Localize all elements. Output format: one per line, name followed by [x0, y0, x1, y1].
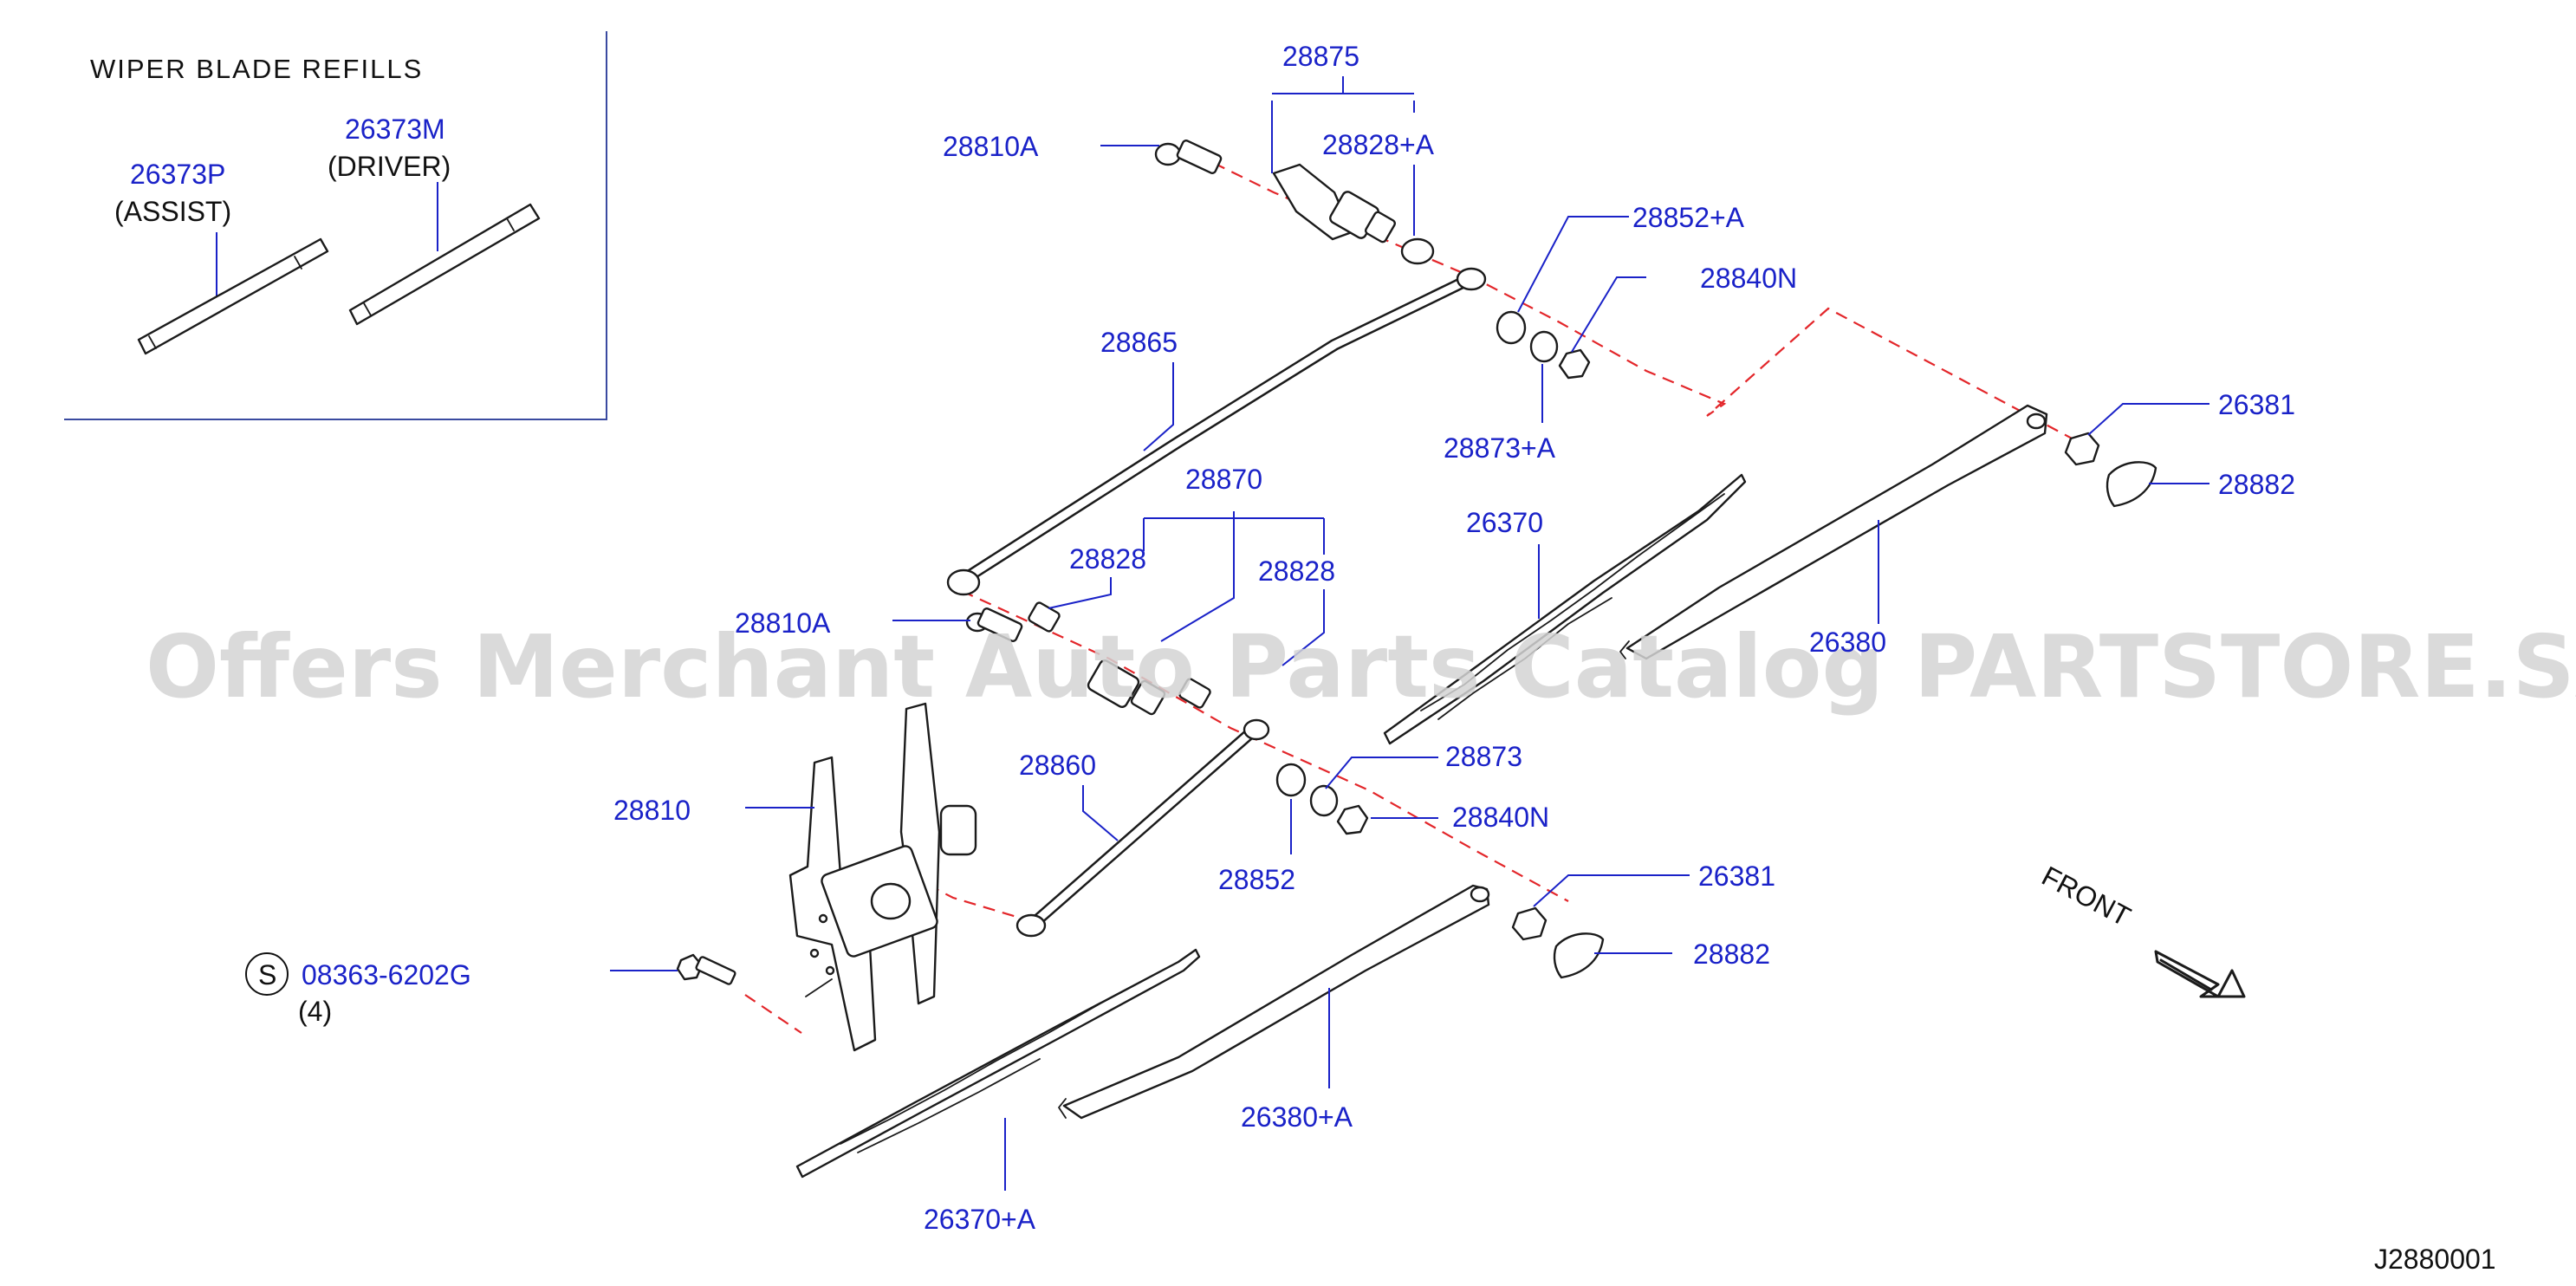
callout-28882-top[interactable]: 28882	[2218, 469, 2295, 500]
callout-28873A[interactable]: 28873+A	[1444, 432, 1556, 464]
callout-26380A[interactable]: 26380+A	[1241, 1101, 1353, 1133]
callout-28873[interactable]: 28873	[1445, 741, 1522, 772]
refill-driver-icon	[348, 203, 541, 326]
callouts: 28875 28810A 28828+A 28852+A 28840N 2886…	[245, 41, 2295, 1235]
front-indicator: FRONT	[2037, 860, 2246, 998]
callout-26370A[interactable]: 26370+A	[924, 1204, 1036, 1235]
refill-assist-icon	[137, 237, 329, 355]
diagram-code: J2880001	[2374, 1244, 2496, 1275]
callout-26373P[interactable]: 26373P	[130, 159, 225, 190]
callout-28852[interactable]: 28852	[1218, 864, 1295, 895]
callout-28840N-bot[interactable]: 28840N	[1452, 802, 1549, 833]
callout-28828A[interactable]: 28828+A	[1322, 129, 1435, 160]
wiper-blade-26370-icon	[1383, 473, 1747, 745]
callout-28882-bot[interactable]: 28882	[1693, 939, 1770, 970]
lower-washers-icon	[1275, 763, 1369, 835]
callout-28840N-top[interactable]: 28840N	[1700, 263, 1797, 294]
upper-pivot-assembly-icon	[1154, 140, 1435, 265]
callout-28875[interactable]: 28875	[1282, 41, 1359, 72]
link-rod-28865-icon	[946, 267, 1487, 596]
callout-28870[interactable]: 28870	[1185, 464, 1262, 495]
standard-part-symbol: S	[258, 959, 276, 990]
front-arrow-icon	[2154, 950, 2246, 998]
callout-26370[interactable]: 26370	[1466, 507, 1543, 538]
front-label: FRONT	[2037, 860, 2136, 932]
callout-26381-top[interactable]: 26381	[2218, 389, 2295, 420]
callout-28810A-top[interactable]: 28810A	[943, 131, 1039, 162]
wiper-arm-26380A-icon	[1058, 884, 1605, 1120]
wiper-motor-bracket-icon	[788, 702, 977, 1052]
wiper-arm-26380-icon	[1619, 404, 2157, 660]
callout-28852A[interactable]: 28852+A	[1632, 202, 1745, 233]
callout-26381-bot[interactable]: 26381	[1698, 861, 1775, 892]
bolt-quantity: (4)	[298, 996, 332, 1027]
driver-note: (DRIVER)	[328, 151, 451, 182]
callout-28828-left[interactable]: 28828	[1069, 543, 1146, 575]
callout-28860[interactable]: 28860	[1019, 750, 1096, 781]
callout-08363-6202G[interactable]: 08363-6202G	[302, 959, 471, 990]
wiper-blade-refills-inset: WIPER BLADE REFILLS 26373M (DRIVER) 2637…	[64, 31, 607, 420]
callout-28865[interactable]: 28865	[1100, 327, 1178, 358]
callout-28810[interactable]: 28810	[613, 795, 691, 826]
bolt-08363-icon	[676, 953, 736, 985]
lower-pivot-assembly-icon	[965, 601, 1211, 716]
callout-26373M[interactable]: 26373M	[345, 114, 445, 145]
callout-26380[interactable]: 26380	[1809, 627, 1886, 658]
watermark: Offers Merchant Auto Parts Catalog PARTS…	[146, 616, 2576, 718]
callout-28810A-mid[interactable]: 28810A	[735, 607, 831, 639]
upper-washers-icon	[1496, 310, 1591, 380]
standard-part-marker: S	[245, 952, 289, 996]
wiper-blade-26370A-icon	[795, 948, 1201, 1179]
callout-28828-right[interactable]: 28828	[1258, 555, 1335, 587]
link-rod-28860-icon	[1015, 718, 1270, 938]
assist-note: (ASSIST)	[114, 196, 231, 227]
assembly-lines	[744, 153, 2076, 1034]
leader-lines	[610, 76, 2209, 1191]
inset-title: WIPER BLADE REFILLS	[90, 54, 423, 84]
